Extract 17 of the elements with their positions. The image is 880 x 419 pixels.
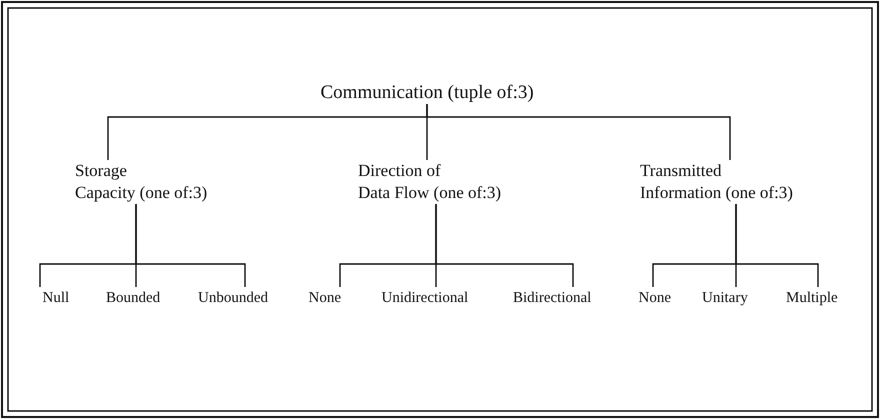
- tree-connector: [735, 204, 819, 287]
- option-label: Unitary: [702, 287, 748, 309]
- option-label: None: [638, 287, 671, 309]
- root-label: Communication (tuple of:3): [320, 82, 534, 104]
- option-label: Bounded: [106, 287, 160, 309]
- option-label: None: [308, 287, 341, 309]
- category-label: Transmitted Information (one of:3): [640, 160, 793, 204]
- option-label: Bidirectional: [513, 287, 592, 309]
- tree-connector: [435, 204, 574, 287]
- category-label: Direction of Data Flow (one of:3): [358, 160, 502, 204]
- category-label: Storage Capacity (one of:3): [75, 160, 208, 204]
- tree-connector: [426, 104, 731, 160]
- option-label: Unidirectional: [382, 287, 468, 309]
- tree-connector: [135, 204, 246, 287]
- option-label: Multiple: [786, 287, 838, 309]
- option-label: Null: [42, 287, 70, 309]
- option-label: Unbounded: [198, 287, 268, 309]
